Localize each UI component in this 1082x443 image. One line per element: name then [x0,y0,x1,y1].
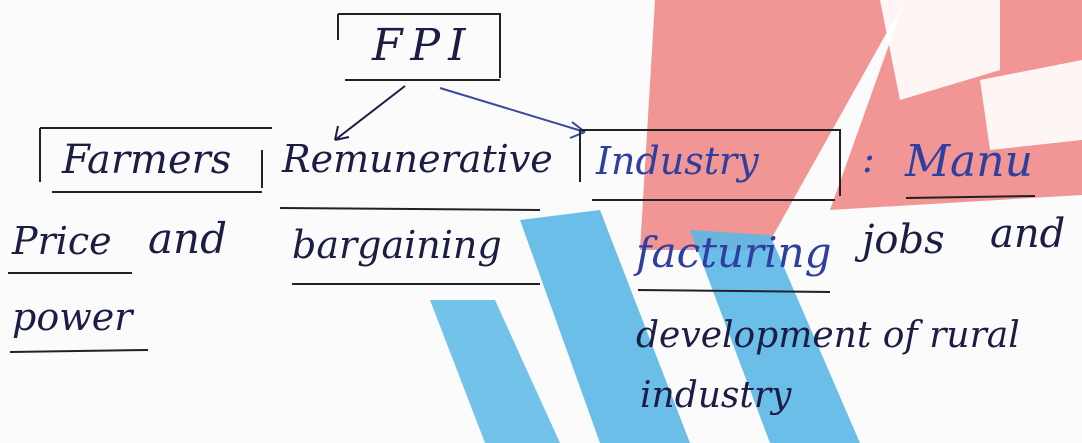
manu-text: Manu [905,136,1033,187]
colon-mark: : [862,137,875,181]
farmers-box [39,127,272,193]
underline-manu [905,195,1036,199]
underline-power [9,349,149,353]
and-text-right: and [990,211,1066,257]
power-text: power [12,295,133,339]
underline-remunerative [279,207,541,211]
fpi-box [337,13,501,81]
watermark-blue-stroke-3 [430,300,560,443]
watermark-red-band [640,0,905,250]
industry-label: Industry [596,139,759,183]
price-text: Price [12,219,112,263]
facturing-text: facturing [636,228,832,277]
watermark-white-cut [880,0,1000,100]
industry-word-text: industry [640,375,792,416]
bargaining-text: bargaining [292,223,502,267]
arrow-to-remunerative [334,85,406,141]
development-text: development of rural [636,315,1020,356]
watermark-blue-stroke-2 [690,230,860,443]
arrow-to-industry [439,87,586,139]
underline-facturing [637,289,831,293]
farmers-label: Farmers [62,137,232,183]
fpi-root-label: FPI [372,20,474,71]
jobs-text: jobs [862,217,945,263]
watermark-white-cut-2 [980,60,1082,150]
industry-box [579,129,841,201]
watermark-blue-stroke-1 [520,210,690,443]
remunerative-text: Remunerative [282,137,553,181]
and-text-left: and [148,214,227,263]
